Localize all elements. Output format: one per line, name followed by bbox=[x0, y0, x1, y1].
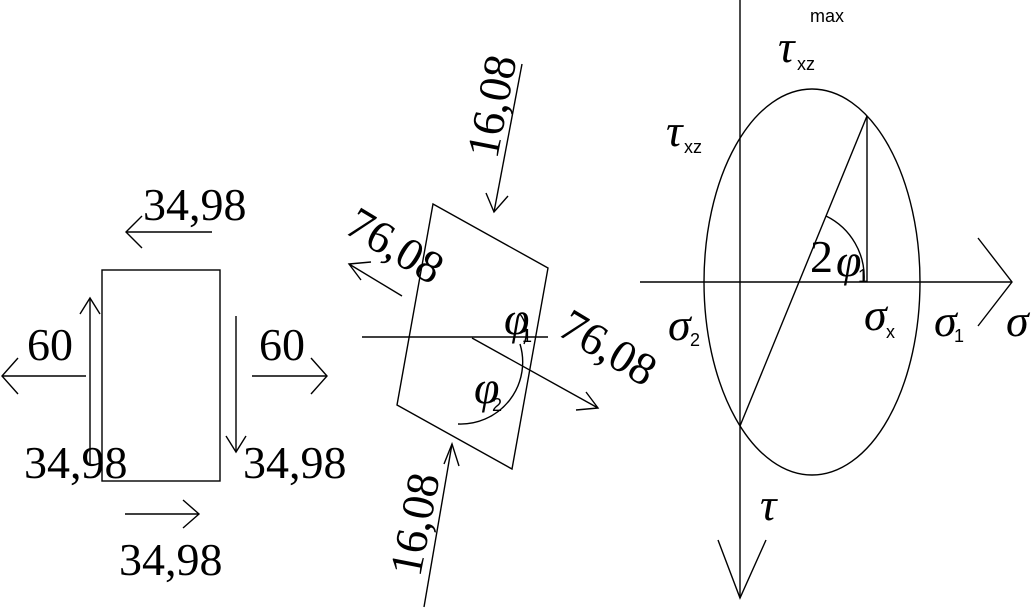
left-principal-value: 76,08 bbox=[338, 197, 453, 294]
bottom-shear-arrow bbox=[125, 499, 201, 529]
two-label: 2 bbox=[810, 231, 833, 282]
phi1-symbol: φ bbox=[504, 293, 529, 344]
sigma1-subscript: 1 bbox=[954, 326, 964, 346]
principal-element: 16,08 16,08 76,08 76,08 φ 1 φ 2 bbox=[338, 51, 666, 608]
left-principal-arrow bbox=[347, 261, 403, 297]
sigma1-symbol: σ bbox=[934, 295, 959, 346]
right-principal-value: 76,08 bbox=[551, 299, 666, 396]
tau-max-superscript: max bbox=[810, 6, 844, 26]
two-phi-symbol: φ bbox=[836, 235, 861, 286]
phi2-subscript: 2 bbox=[492, 395, 502, 415]
left-normal-value: 60 bbox=[27, 319, 73, 370]
sigma-axis-arrowhead bbox=[977, 237, 1013, 327]
bottom-shear-value: 34,98 bbox=[119, 534, 223, 585]
right-shear-arrow bbox=[225, 316, 247, 454]
sigma-x-subscript: x bbox=[886, 322, 895, 342]
diameter-line bbox=[739, 115, 868, 427]
phi1-arc bbox=[519, 313, 527, 345]
two-phi-arc bbox=[825, 215, 865, 283]
bottom-principal-value: 16,08 bbox=[380, 469, 450, 580]
top-shear-value: 34,98 bbox=[143, 179, 247, 230]
sigma2-symbol: σ bbox=[668, 299, 693, 350]
right-normal-arrow bbox=[252, 357, 328, 395]
tau-xz-symbol: τ bbox=[666, 105, 684, 156]
left-shear-arrow bbox=[79, 296, 101, 464]
sigma-x-symbol: σ bbox=[864, 289, 889, 340]
mohr-circle-diagram: τ max xz τ xz 2 φ 1 σ 2 σ x σ 1 σ τ bbox=[640, 0, 1031, 600]
top-principal-value: 16,08 bbox=[457, 51, 527, 162]
stress-element: 34,98 34,98 60 60 34,98 34,98 bbox=[1, 179, 347, 585]
two-phi-subscript: 1 bbox=[858, 266, 868, 286]
tau-xz-subscript: xz bbox=[684, 137, 702, 157]
tau-max-subscript: xz bbox=[797, 54, 815, 74]
left-shear-value: 34,98 bbox=[24, 437, 128, 488]
element-square bbox=[101, 269, 221, 482]
bottom-principal-arrow bbox=[423, 441, 460, 608]
phi2-arc bbox=[457, 343, 524, 425]
sigma2-subscript: 2 bbox=[690, 330, 700, 350]
phi1-subscript: 1 bbox=[522, 326, 532, 346]
right-shear-value: 34,98 bbox=[243, 437, 347, 488]
top-principal-arrow bbox=[485, 63, 523, 214]
right-principal-arrow bbox=[471, 337, 600, 411]
sigma-axis-label: σ bbox=[1006, 295, 1031, 346]
phi2-symbol: φ bbox=[474, 362, 499, 413]
mohr-circle bbox=[703, 88, 921, 476]
top-shear-arrow bbox=[125, 215, 212, 249]
tau-axis-label: τ bbox=[760, 479, 778, 530]
right-normal-value: 60 bbox=[259, 319, 305, 370]
rotated-square bbox=[396, 202, 549, 471]
tau-axis-arrowhead bbox=[717, 539, 767, 600]
tau-max-symbol: τ bbox=[778, 21, 796, 72]
left-normal-arrow bbox=[1, 357, 86, 395]
